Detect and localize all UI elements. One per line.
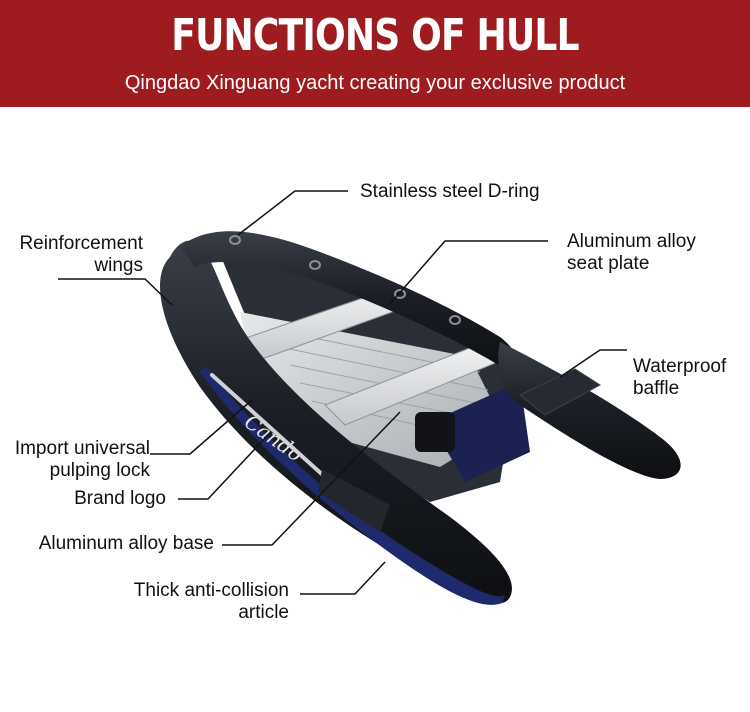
callout-reinforcement-wings-line2: wings: [94, 255, 143, 276]
oar: [210, 373, 327, 479]
page-title: FUNCTIONS OF HULL: [171, 10, 579, 61]
header-banner: FUNCTIONS OF HULL Qingdao Xinguang yacht…: [0, 0, 750, 107]
transom: [430, 382, 530, 482]
callout-brand-logo: Brand logo: [74, 488, 166, 509]
callout-waterproof-baffle-line2: baffle: [633, 378, 680, 399]
callout-alloy-base: Aluminum alloy base: [38, 533, 214, 554]
callout-seat-plate-line1: Aluminum alloy: [567, 231, 696, 252]
callout-pulping-lock-line1: Import universal: [14, 438, 150, 459]
left-tube: [160, 240, 512, 604]
callout-anti-collision-line1: Thick anti-collision: [133, 580, 289, 601]
callout-d-ring: Stainless steel D-ring: [360, 181, 540, 202]
callout-anti-collision-line2: article: [238, 602, 289, 623]
page-subtitle: Qingdao Xinguang yacht creating your exc…: [124, 72, 626, 94]
callout-pulping-lock-line2: pulping lock: [49, 460, 150, 481]
callout-waterproof-baffle-line1: Waterproof: [633, 356, 727, 377]
right-tube: [498, 342, 681, 479]
transom-handle: [415, 412, 455, 452]
callout-reinforcement-wings-line1: Reinforcement: [19, 233, 143, 254]
boat-illustration: Cando: [58, 190, 681, 605]
waterproof-baffle: [519, 368, 601, 416]
bow-tube: [180, 231, 516, 369]
callout-seat-plate-line2: seat plate: [567, 253, 650, 274]
oar-blade: [318, 469, 390, 532]
d-ring: [229, 235, 241, 245]
